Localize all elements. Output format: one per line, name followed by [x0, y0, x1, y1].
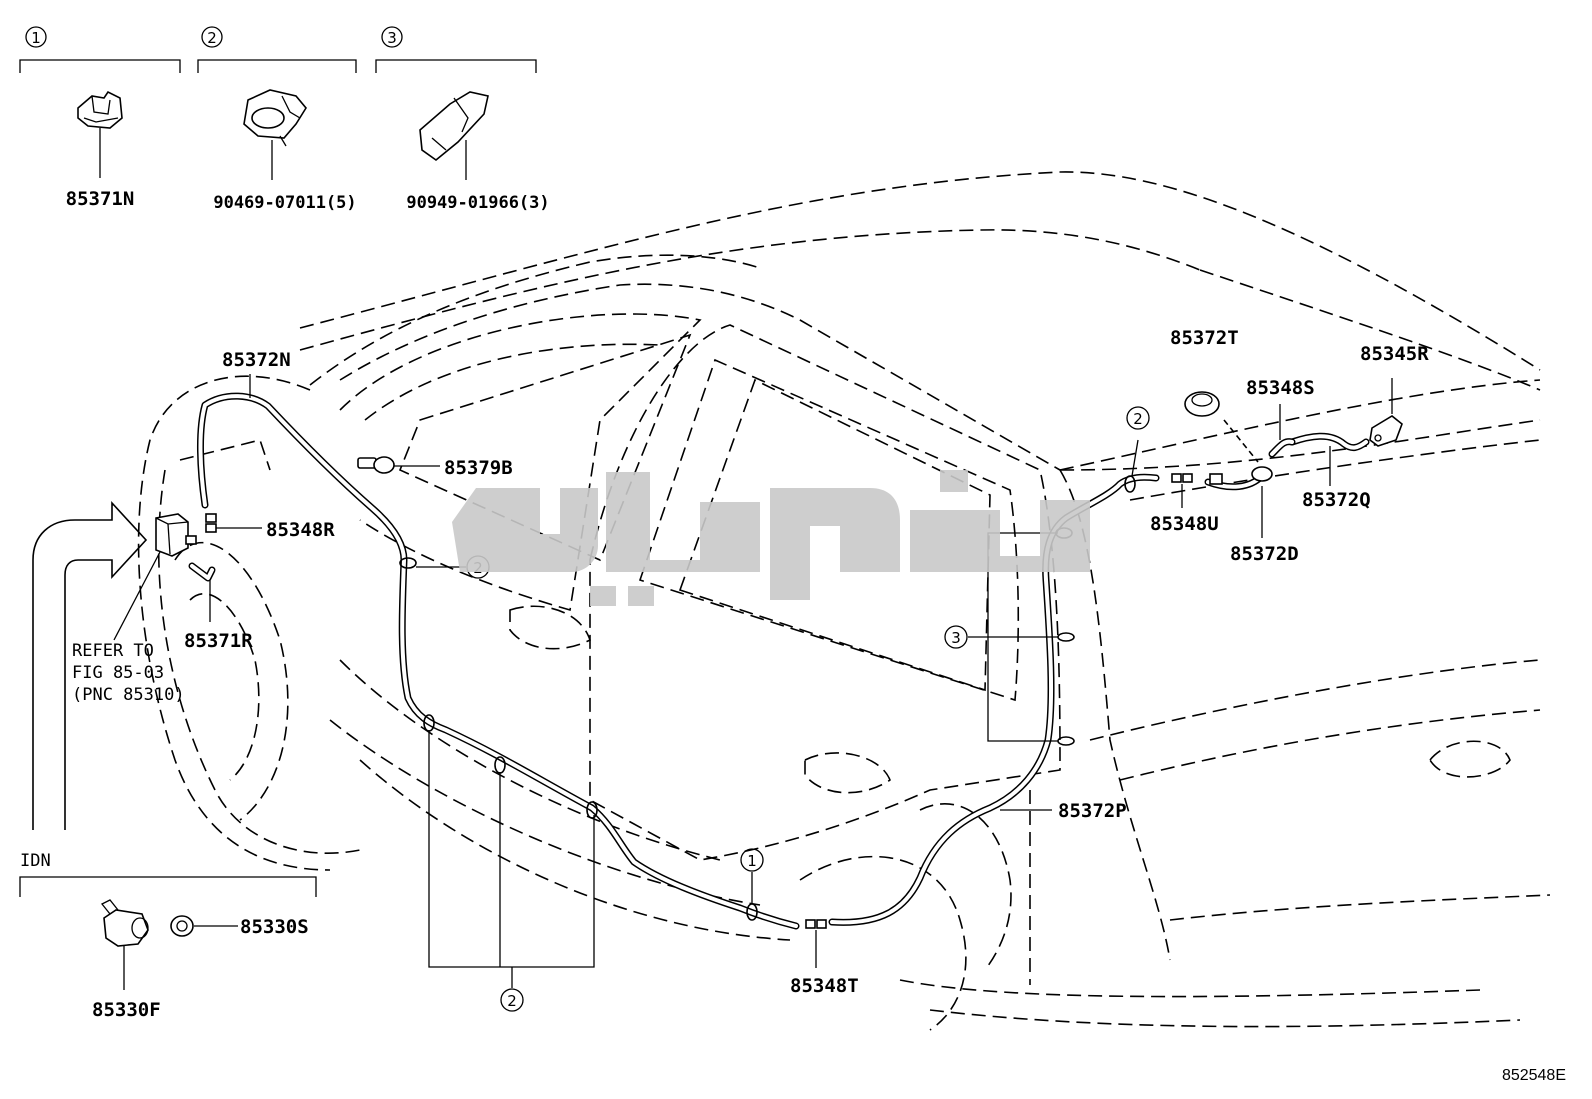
- clip-90949-icon: [419, 91, 489, 162]
- callout-85348s: 85348S: [1246, 377, 1315, 399]
- clip-group-3-part: 90949-01966(3): [406, 193, 549, 213]
- clip-group-2-part: 90469-07011(5): [213, 193, 356, 213]
- clip-group-1-index: 1: [31, 29, 41, 47]
- clip-group-2: 2 90469-07011(5): [197, 26, 357, 213]
- callout-85372t: 85372T: [1170, 327, 1239, 349]
- callout-85371r: 85371R: [184, 630, 253, 652]
- clip-group-1: 1 85371N: [19, 26, 181, 210]
- connector-85348t-icon: [805, 919, 827, 968]
- figure-code: 852548E: [1502, 1067, 1566, 1084]
- clip-group-3-index: 3: [387, 29, 397, 47]
- callout-labels: 85372N 85379B 85348R 85371R 85372T 85348…: [184, 327, 1429, 997]
- refer-note: REFER TO FIG 85-03 (PNC 85310): [72, 551, 185, 705]
- elbow-85348s-icon: [1268, 404, 1296, 458]
- clip-marker-1-sill: 1: [747, 852, 757, 870]
- callout-85348u: 85348U: [1150, 513, 1219, 535]
- callout-85348r: 85348R: [266, 519, 335, 541]
- clip-90469-icon: [243, 89, 307, 147]
- refer-note-line2: FIG 85-03: [72, 663, 164, 683]
- joint-85372d-icon: [1209, 466, 1273, 538]
- callout-85372d: 85372D: [1230, 543, 1299, 565]
- grommet-85372t-icon: [1184, 391, 1259, 463]
- washer-hose: [196, 392, 1370, 930]
- watermark-logo: [452, 470, 1090, 606]
- callout-85379b: 85379B: [444, 457, 513, 479]
- callout-85372q: 85372Q: [1302, 489, 1371, 511]
- clip-85371n-icon: [77, 90, 123, 129]
- clip-marker-2-rear: 2: [1133, 410, 1143, 428]
- clip-group-1-part: 85371N: [66, 188, 135, 210]
- seal-85330s-icon: [170, 915, 238, 937]
- clip-marker-2-bottom: 2: [507, 992, 517, 1010]
- callout-85372p: 85372P: [1058, 800, 1127, 822]
- callout-85372n: 85372N: [222, 349, 291, 371]
- pump-85330f-icon: [100, 899, 149, 990]
- clip-legend: 1 85371N 2 90469-07011(5): [19, 26, 550, 213]
- idn-part-85330s: 85330S: [240, 916, 309, 938]
- refer-arrow: [32, 500, 148, 830]
- connector-85348r-icon: [205, 513, 262, 533]
- callout-85348t: 85348T: [790, 975, 859, 997]
- clip-marker-3-pillar: 3: [951, 629, 961, 647]
- elbow-85371r-icon: [188, 562, 216, 622]
- refer-note-line3: (PNC 85310): [72, 685, 185, 705]
- idn-label: IDN: [20, 851, 51, 871]
- refer-note-line1: REFER TO: [72, 641, 154, 661]
- washer-pump-icon: [155, 513, 197, 557]
- idn-section: IDN 85330S 85330F: [19, 851, 317, 1021]
- idn-part-85330f: 85330F: [92, 999, 161, 1021]
- clip-group-3: 3 90949-01966(3): [375, 26, 550, 213]
- connector-85348u-icon: [1171, 473, 1193, 508]
- nozzle-85379b-icon: [357, 456, 440, 474]
- clip-marker-brackets: [249, 374, 1331, 988]
- callout-85345r: 85345R: [1360, 343, 1429, 365]
- clip-group-2-index: 2: [207, 29, 217, 47]
- car-body-outline: [137, 171, 1551, 1031]
- nozzle-85345r-icon: [1369, 378, 1403, 447]
